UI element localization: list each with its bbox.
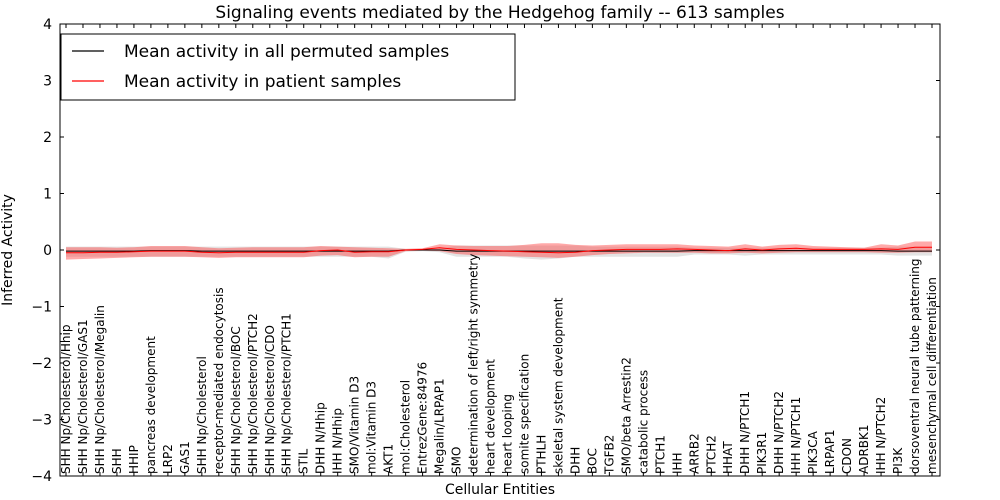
x-tick-label: ADRBK1 bbox=[857, 424, 871, 474]
x-tick-label: HHIP bbox=[127, 445, 141, 474]
legend-box bbox=[60, 33, 516, 101]
y-tick-label: −1 bbox=[31, 300, 52, 316]
x-tick-label: SMO bbox=[450, 447, 464, 474]
x-tick-label: SMO/Vitamin D3 bbox=[348, 376, 362, 474]
line-patient bbox=[66, 246, 932, 254]
band-permuted bbox=[66, 245, 932, 260]
x-tick-label: IHH N/PTCH1 bbox=[789, 397, 803, 474]
x-tick-label: SHH Np/Cholesterol/PTCH1 bbox=[280, 313, 294, 474]
x-tick-label: heart development bbox=[484, 359, 498, 474]
x-tick-label: SHH Np/Cholesterol/PTCH2 bbox=[246, 313, 260, 474]
x-tick-label: PTCH1 bbox=[653, 435, 667, 474]
y-tick-label: −4 bbox=[31, 469, 52, 485]
x-tick-label: IHH N/Hhip bbox=[331, 408, 345, 474]
x-tick-label: mesenchymal cell differentiation bbox=[925, 277, 939, 474]
y-axis-label: Inferred Activity bbox=[0, 194, 16, 306]
x-tick-label: dorsoventral neural tube patterning bbox=[908, 258, 922, 474]
x-tick-label: skeletal system development bbox=[551, 297, 565, 474]
x-tick-label: AKT1 bbox=[382, 444, 396, 474]
x-tick-label: SHH Np/Cholesterol/Hhip bbox=[59, 325, 73, 474]
x-tick-label: SHH Np/Cholesterol/CDO bbox=[263, 325, 277, 474]
x-tick-label: DHH N/PTCH2 bbox=[772, 391, 786, 474]
y-tick-label: 1 bbox=[43, 187, 52, 203]
x-tick-label: determination of left/right symmetry bbox=[467, 254, 481, 474]
x-tick-label: LRPAP1 bbox=[823, 429, 837, 474]
x-tick-label: Megalin/LRPAP1 bbox=[433, 378, 447, 474]
x-tick-label: HHAT bbox=[721, 441, 735, 474]
x-tick-label: LRP2 bbox=[161, 444, 175, 474]
x-tick-label: SMO/beta Arrestin2 bbox=[619, 357, 633, 474]
x-tick-label: EntrezGene:84976 bbox=[416, 362, 430, 474]
x-tick-label: catabolic process bbox=[636, 370, 650, 474]
x-tick-label: pancreas development bbox=[144, 336, 158, 474]
legend-label: Mean activity in patient samples bbox=[124, 72, 401, 92]
x-tick-label: ARRB2 bbox=[687, 433, 701, 474]
series-lines bbox=[66, 246, 932, 254]
x-tick-label: DHH bbox=[568, 447, 582, 474]
x-tick-label: somite specification bbox=[517, 354, 531, 474]
x-tick-label: receptor-mediated endocytosis bbox=[212, 287, 226, 474]
x-tick-label: SHH Np/Cholesterol bbox=[195, 356, 209, 474]
x-tick-label: TGFB2 bbox=[602, 435, 616, 475]
x-tick-label: IHH N/PTCH2 bbox=[874, 397, 888, 474]
y-tick-label: −3 bbox=[31, 413, 52, 429]
x-tick-label: PTHLH bbox=[534, 435, 548, 474]
legend: Mean activity in all permuted samplesMea… bbox=[60, 33, 516, 101]
y-tick-label: 4 bbox=[43, 17, 52, 33]
x-tick-label: SHH Np/Cholesterol/BOC bbox=[229, 326, 243, 474]
x-tick-label: DHH N/Hhip bbox=[314, 402, 328, 474]
x-tick-label: STIL bbox=[297, 449, 311, 474]
x-axis-label: Cellular Entities bbox=[445, 482, 555, 498]
x-tick-label: PIK3R1 bbox=[755, 432, 769, 474]
y-tick-label: 3 bbox=[43, 74, 52, 90]
x-tick-label: mol:Vitamin D3 bbox=[365, 381, 379, 474]
x-tick-label: mol:Cholesterol bbox=[399, 380, 413, 474]
legend-label: Mean activity in all permuted samples bbox=[124, 42, 449, 62]
y-tick-label: 2 bbox=[43, 130, 52, 146]
x-tick-label: PI3K bbox=[891, 447, 905, 474]
y-axis-ticks: 4 3 2 1 0 −1 −2 −3 −4 bbox=[31, 17, 940, 485]
x-tick-label: GAS1 bbox=[178, 441, 192, 474]
x-tick-label: SHH Np/Cholesterol/GAS1 bbox=[76, 319, 90, 474]
chart-title: Signaling events mediated by the Hedgeho… bbox=[215, 3, 784, 23]
x-tick-label: IHH bbox=[670, 452, 684, 474]
y-tick-label: 0 bbox=[43, 243, 52, 259]
x-tick-label: BOC bbox=[585, 448, 599, 474]
x-tick-label: SHH Np/Cholesterol/Megalin bbox=[93, 305, 107, 474]
x-tick-label: PTCH2 bbox=[704, 435, 718, 474]
x-tick-label: CDON bbox=[840, 438, 854, 474]
x-tick-label: SHH bbox=[110, 448, 124, 474]
x-tick-label: DHH N/PTCH1 bbox=[738, 391, 752, 474]
y-tick-label: −2 bbox=[31, 356, 52, 372]
x-tick-label: PIK3CA bbox=[806, 430, 820, 474]
x-tick-label: heart looping bbox=[500, 394, 514, 474]
